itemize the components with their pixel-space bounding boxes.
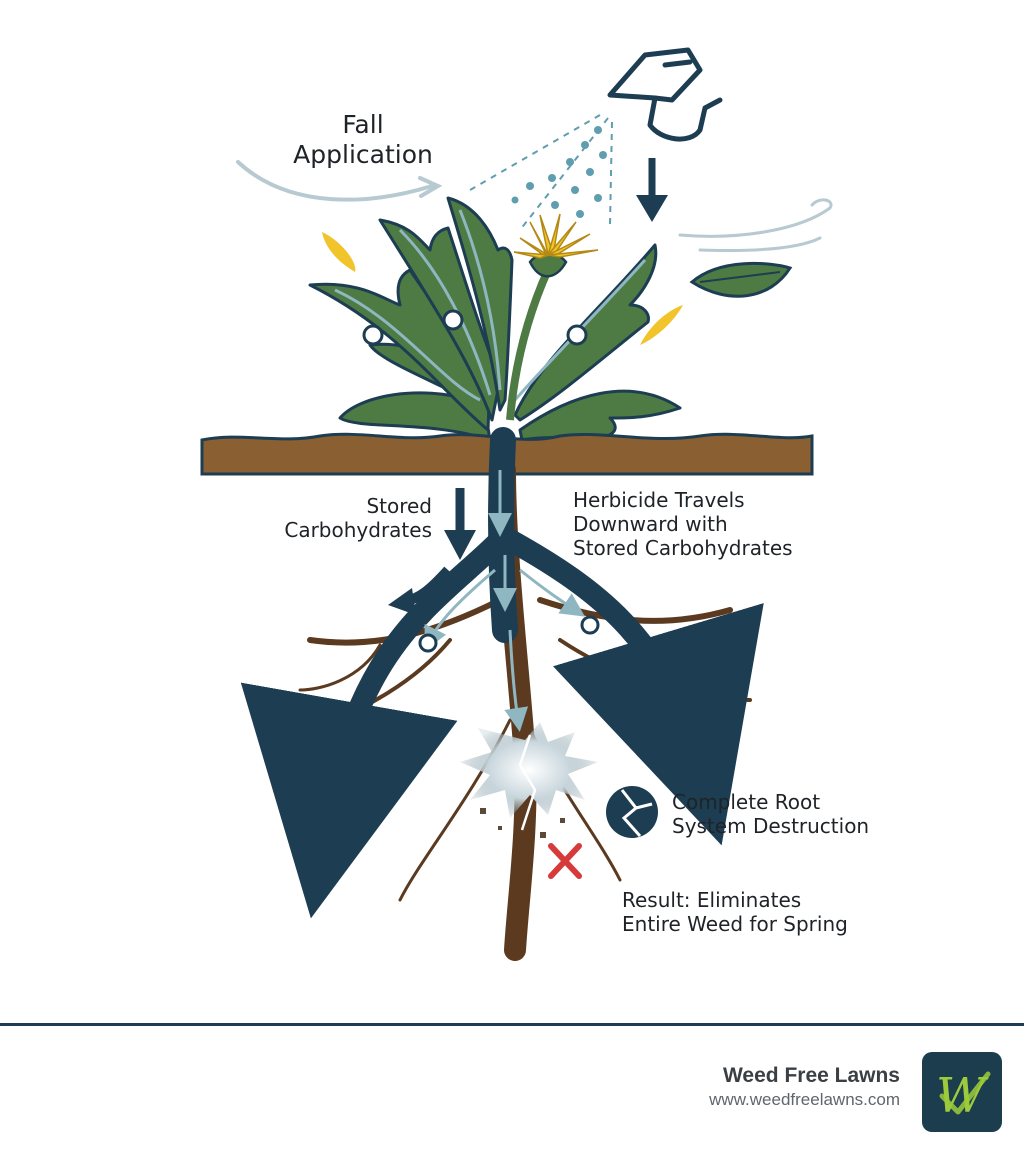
root-nodes [418,615,600,653]
footer-divider [0,1023,1024,1026]
floating-petal-right [640,305,683,345]
spray-droplets [469,114,613,231]
brand-name: Weed Free Lawns [722,1064,900,1087]
dandelion-leaves [308,196,682,442]
root-destruction-label-line: System Destruction [672,814,870,838]
vein-nodes [362,309,588,346]
brand-block: Weed Free Lawns www.weedfreelawns.com [709,1064,900,1110]
stored-carbohydrates-label-line: Carbohydrates [284,518,432,542]
result-label-line: Entire Weed for Spring [622,912,848,936]
stored-carbohydrates-label: Stored Carbohydrates [262,494,432,542]
brand-logo: W [922,1052,1002,1132]
dandelion-herbicide-diagram [200,47,833,961]
root-destruction-label-line: Complete Root [672,790,821,814]
result-label-line: Result: Eliminates [622,888,802,912]
herbicide-travels-label-line: Stored Carbohydrates [573,536,793,560]
falling-leaf-icon [689,261,793,298]
fall-application-label: Fall Application [288,110,438,170]
herbicide-travels-label: Herbicide Travels Downward with Stored C… [573,488,833,560]
herbicide-travels-label-line: Herbicide Travels [573,488,745,512]
spray-bottle-icon [607,47,723,142]
stored-carbohydrates-arrow [388,488,476,615]
root-destruction-label: Complete Root System Destruction [672,790,922,838]
flow-arrows [424,470,585,732]
stored-carbohydrates-label-line: Stored [366,494,432,518]
dandelion-flower-icon [506,213,599,421]
floating-petal-left [322,232,356,272]
root-damage-burst [460,722,598,838]
logo-check-icon: W [936,1068,991,1124]
fall-application-label-line: Application [293,140,433,169]
down-arrow-icon [636,158,668,222]
fall-application-arrow [236,160,443,202]
wind-icon [678,198,833,252]
result-label: Result: Eliminates Entire Weed for Sprin… [622,888,892,936]
herbicide-travels-label-line: Downward with [573,512,728,536]
cracked-circle-icon [606,786,658,838]
fall-application-label-line: Fall [342,110,384,139]
red-x-icon [548,843,582,879]
brand-url[interactable]: www.weedfreelawns.com [709,1090,900,1109]
